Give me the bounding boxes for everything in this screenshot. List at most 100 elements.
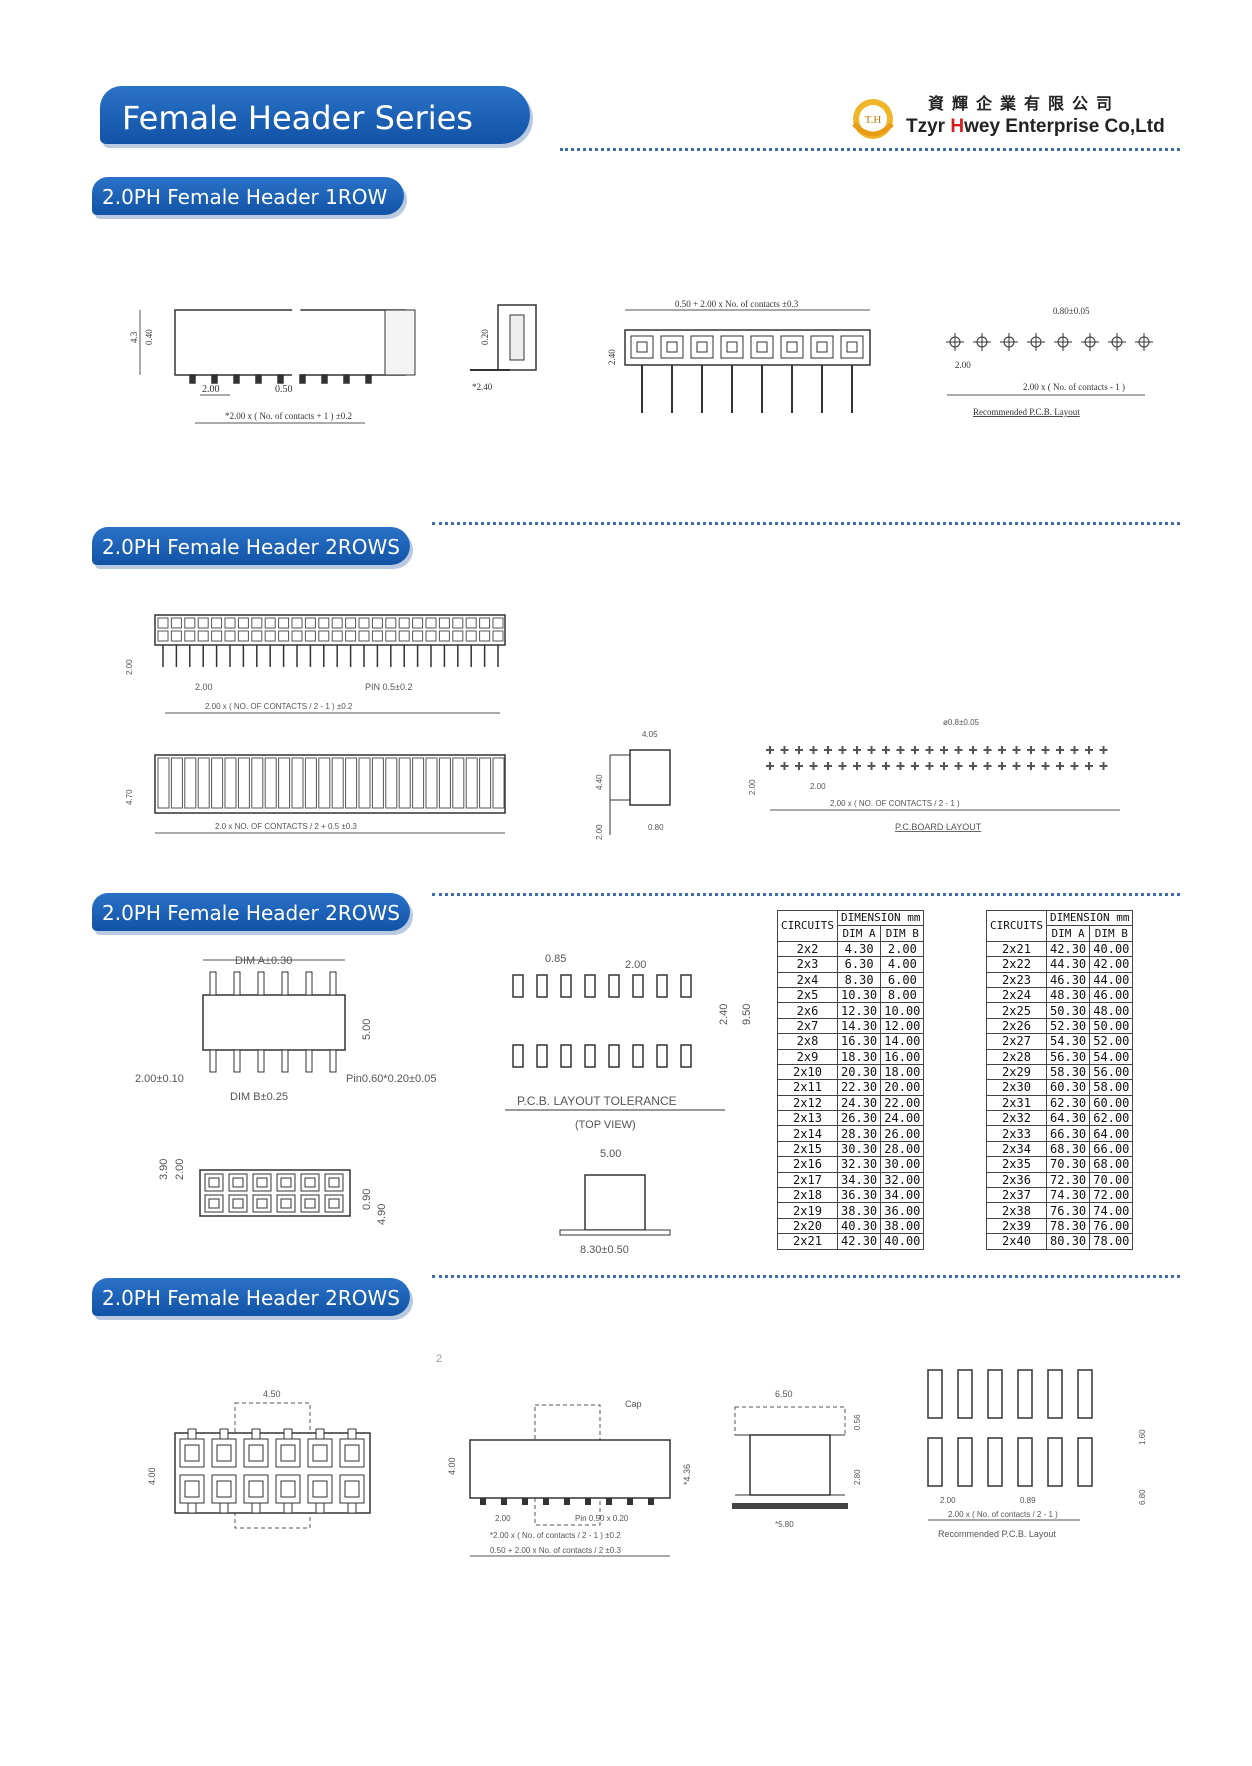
dim-label: 0.50 + 2.00 x No. of contacts ±0.3 [675, 299, 799, 309]
drawing-dim-side: 5.00 8.30±0.50 [555, 1145, 685, 1255]
cell-dim-a: 60.30 [1045, 1079, 1091, 1096]
contact-cell [170, 757, 183, 809]
cell-dim-b: 48.00 [1089, 1002, 1134, 1019]
pcb-pad [608, 974, 620, 998]
pin [343, 374, 350, 384]
cell-dim-b: 66.00 [1089, 1140, 1134, 1158]
pcb-hole [867, 746, 876, 754]
cell-dim-b: 40.00 [1089, 940, 1134, 958]
pin [277, 374, 284, 384]
contact-cell [237, 617, 249, 629]
cell-dim-a: 32.30 [836, 1156, 882, 1173]
cell-dim-b: 16.00 [880, 1048, 925, 1065]
pcb-hole [954, 746, 963, 754]
pin [365, 374, 372, 384]
pin [251, 1502, 261, 1514]
contact-hole [216, 1444, 232, 1462]
pcb-hole [1070, 746, 1079, 754]
pin [329, 971, 337, 996]
cell-circuits: 2x3 [777, 956, 838, 973]
table-header-dim-a: DIM A [1045, 925, 1091, 942]
dim-label: 2.0 x NO. OF CONTACTS / 2 + 0.5 ±0.3 [215, 822, 357, 831]
cell-dim-b: 76.00 [1089, 1217, 1134, 1235]
drawing-2rows-side: 4.05 4.40 2.00 0.80 [580, 725, 690, 845]
contact-hole [816, 341, 828, 353]
contact-cell [479, 757, 492, 809]
dim-label: 4.3 [130, 331, 139, 343]
drawing-dim-top: 3.90 2.00 0.90 4.90 [155, 1140, 385, 1235]
contact-cell [492, 617, 504, 629]
cell-dim-a: 12.30 [836, 1002, 882, 1019]
contact-hole [256, 1198, 268, 1209]
pcb-hole [911, 762, 919, 770]
cell-dim-b: 2.00 [880, 940, 925, 958]
pcb-hole [969, 762, 977, 770]
contact-cell [318, 630, 330, 642]
contact-hole [280, 1444, 296, 1462]
dim-label: 2.00 x ( NO. OF CONTACTS / 2 - 1 ) ±0.2 [205, 702, 353, 711]
pin [187, 1502, 197, 1514]
pcb-pad [584, 1044, 596, 1068]
contact-hole [232, 1198, 244, 1209]
cell-dim-a: 18.30 [836, 1048, 882, 1065]
contact-cell [157, 617, 169, 629]
pcb-hole [795, 746, 803, 754]
contact-cell [224, 617, 236, 629]
pcb-pad [927, 1437, 943, 1487]
dim-label: 3.90 [158, 1159, 170, 1180]
pin [233, 971, 241, 996]
cell-dim-b: 58.00 [1089, 1079, 1134, 1096]
pin [585, 1498, 591, 1505]
dim-label: 2.40 [607, 349, 617, 365]
cell-circuits: 2x29 [986, 1063, 1047, 1081]
pcb-hole [896, 762, 905, 770]
cell-dim-b: 26.00 [880, 1125, 925, 1142]
page-title: Female Header Series [122, 99, 473, 137]
cell-dim-b: 68.00 [1089, 1156, 1134, 1173]
front-view-svg: DIM A±0.30 5.00 2.00±0.10 DIM B±0.25 Pin… [135, 955, 436, 1103]
contact-hole [248, 1444, 264, 1462]
cell-dim-b: 36.00 [880, 1202, 925, 1219]
contact-hole [232, 1177, 244, 1188]
section-banner-2rows-b: 2.0PH Female Header 2ROWS [92, 893, 410, 931]
dim-label: 5.00 [361, 1019, 373, 1040]
cell-dim-b: 10.00 [880, 1002, 925, 1019]
cell-dim-b: 50.00 [1089, 1017, 1134, 1035]
side-view-svg: 6.50 0.56 2.80 *5.80 [732, 1389, 862, 1529]
contact-hole [280, 1198, 292, 1209]
cell-circuits: 2x31 [986, 1094, 1047, 1112]
pin [233, 374, 240, 384]
section-divider [432, 522, 1180, 525]
dim-label: 2.00 [748, 779, 757, 795]
pcb-pad [1017, 1437, 1033, 1487]
pin [480, 1498, 486, 1505]
drawing-smt-front: Cap 4.00 *4.36 2.00 Pin 0.50 x 0.20 *2.0… [445, 1395, 695, 1565]
contact-hole [344, 1480, 360, 1498]
contact-hole [248, 1480, 264, 1498]
cell-dim-a: 68.30 [1045, 1140, 1091, 1158]
contact-cell [211, 757, 224, 809]
cell-dim-a: 72.30 [1045, 1171, 1091, 1189]
cell-dim-a: 38.30 [836, 1202, 882, 1219]
cell-dim-b: 6.00 [880, 971, 925, 988]
cell-dim-a: 20.30 [836, 1063, 882, 1081]
side-view-svg: 5.00 8.30±0.50 [559, 1148, 671, 1255]
pcb-layout-svg: 0.80±0.05 2.00 2.00 x ( No. of contacts … [946, 306, 1153, 417]
cell-circuits: 2x20 [777, 1217, 838, 1235]
dim-label: 8.30±0.50 [580, 1244, 629, 1255]
cap-label: Cap [625, 1399, 642, 1409]
pcb-layout-caption: Recommended P.C.B. Layout [938, 1529, 1056, 1539]
dim-label: 0.56 [853, 1414, 862, 1430]
pcb-hole [911, 746, 919, 754]
dim-label: DIM A±0.30 [235, 955, 292, 967]
dim-label: 2.00 [125, 659, 134, 675]
contact-cell [184, 617, 196, 629]
